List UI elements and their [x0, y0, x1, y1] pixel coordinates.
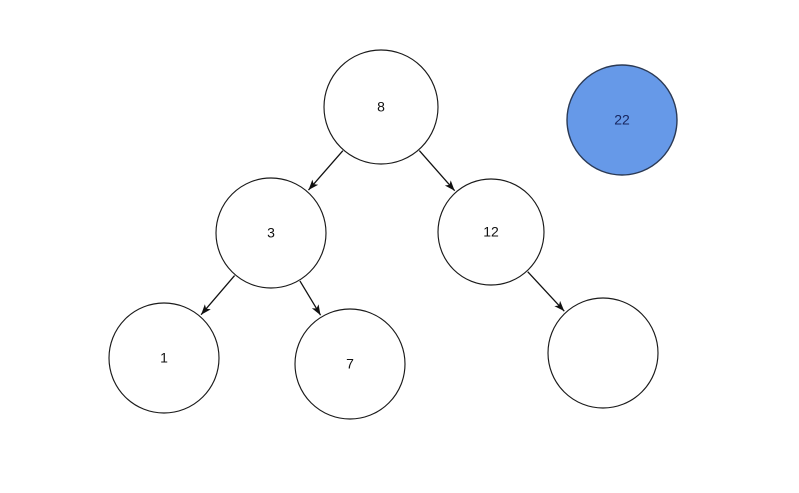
tree-edge: [527, 271, 565, 312]
edge-layer: [200, 150, 565, 316]
node-circle[interactable]: [437, 178, 545, 286]
tree-edge: [418, 150, 456, 192]
tree-node[interactable]: 12: [437, 178, 545, 286]
node-label: 7: [346, 356, 354, 372]
tree-node[interactable]: 8: [323, 49, 439, 165]
node-label: 12: [483, 224, 499, 240]
tree-edge: [200, 275, 236, 316]
tree-node[interactable]: 22: [566, 64, 678, 176]
tree-edge: [307, 150, 344, 191]
node-circle-highlighted[interactable]: [566, 64, 678, 176]
node-circle[interactable]: [323, 49, 439, 165]
node-circle[interactable]: [294, 308, 406, 420]
tree-node[interactable]: 7: [294, 308, 406, 420]
node-label: 8: [377, 99, 385, 115]
node-circle[interactable]: [215, 177, 327, 289]
node-circle[interactable]: [547, 297, 659, 409]
tree-node-empty[interactable]: [547, 297, 659, 409]
node-label: 1: [160, 350, 168, 366]
tree-edge: [299, 280, 322, 316]
node-label: 22: [614, 112, 630, 128]
tree-node[interactable]: 1: [108, 302, 220, 414]
node-circle[interactable]: [108, 302, 220, 414]
tree-node[interactable]: 3: [215, 177, 327, 289]
node-label: 3: [267, 225, 275, 241]
